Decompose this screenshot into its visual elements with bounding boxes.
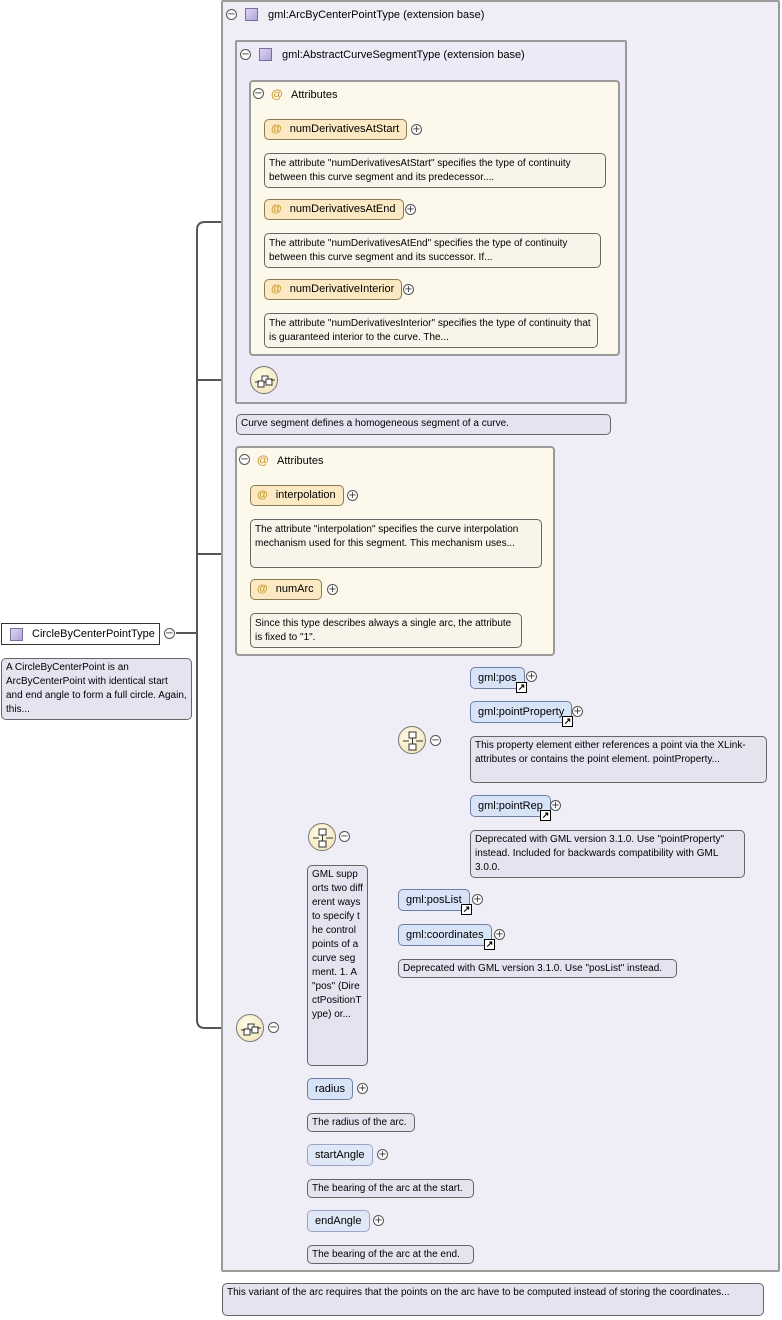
attribute-icon: @ — [257, 453, 269, 467]
attributes-label: Attributes — [277, 455, 324, 467]
expand-toggle[interactable]: + — [403, 284, 414, 295]
collapse-toggle[interactable]: − — [430, 735, 441, 746]
attribute-numArc[interactable]: @numArc — [250, 579, 322, 600]
complex-type-icon — [259, 48, 272, 61]
expand-toggle[interactable]: + — [472, 894, 483, 905]
collapse-toggle[interactable]: − — [240, 49, 251, 60]
collapse-toggle[interactable]: − — [226, 9, 237, 20]
element-coordinates[interactable]: gml:coordinates — [398, 924, 492, 946]
expand-toggle[interactable]: + — [494, 929, 505, 940]
collapse-toggle[interactable]: − — [164, 628, 175, 639]
attribute-doc: Since this type describes always a singl… — [250, 613, 522, 648]
root-complex-type[interactable]: CircleByCenterPointType — [1, 623, 160, 645]
attribute-numDerivativesAtEnd[interactable]: @numDerivativesAtEnd — [264, 199, 404, 220]
base-title: gml:ArcByCenterPointType (extension base… — [268, 9, 485, 21]
expand-toggle[interactable]: + — [550, 800, 561, 811]
collapse-toggle[interactable]: − — [268, 1022, 279, 1033]
choice-doc: GML supports two different ways to speci… — [307, 865, 368, 1066]
startAngle-doc: The bearing of the arc at the start. — [307, 1179, 474, 1198]
expand-toggle[interactable]: + — [327, 584, 338, 595]
attribute-doc: The attribute "numDerivativesInterior" s… — [264, 313, 598, 348]
element-endAngle[interactable]: endAngle — [307, 1210, 370, 1232]
attribute-doc: The attribute "numDerivativesAtEnd" spec… — [264, 233, 601, 268]
expand-toggle[interactable]: + — [373, 1215, 384, 1226]
expand-toggle[interactable]: + — [526, 671, 537, 682]
reference-icon: ↗ — [484, 939, 495, 950]
sequence-compositor-icon[interactable] — [250, 366, 278, 394]
complex-type-icon — [245, 8, 258, 21]
attribute-numDerivativeInterior[interactable]: @numDerivativeInterior — [264, 279, 403, 300]
collapse-toggle[interactable]: − — [253, 88, 264, 99]
element-posList[interactable]: gml:posList — [398, 889, 470, 911]
expand-toggle[interactable]: + — [572, 706, 583, 717]
expand-toggle[interactable]: + — [405, 204, 416, 215]
element-pos[interactable]: gml:pos — [470, 667, 525, 689]
expand-toggle[interactable]: + — [357, 1083, 368, 1094]
radius-doc: The radius of the arc. — [307, 1113, 415, 1132]
pointRep-doc: Deprecated with GML version 3.1.0. Use "… — [470, 830, 745, 878]
complex-type-icon — [10, 628, 23, 641]
attribute-icon: @ — [271, 87, 283, 101]
choice-compositor-icon[interactable] — [308, 823, 336, 851]
endAngle-doc: The bearing of the arc at the end. — [307, 1245, 474, 1264]
reference-icon: ↗ — [540, 810, 551, 821]
collapse-toggle[interactable]: − — [239, 454, 250, 465]
base-doc: This variant of the arc requires that th… — [222, 1283, 764, 1316]
attribute-interpolation[interactable]: @interpolation — [250, 485, 344, 506]
attribute-numDerivativesAtStart[interactable]: @numDerivativesAtStart — [264, 119, 408, 140]
element-pointProperty[interactable]: gml:pointProperty — [470, 701, 573, 723]
attribute-doc: The attribute "interpolation" specifies … — [250, 519, 542, 568]
reference-icon: ↗ — [461, 904, 472, 915]
sequence-compositor-icon[interactable] — [236, 1014, 264, 1042]
collapse-toggle[interactable]: − — [339, 831, 350, 842]
coordinates-doc: Deprecated with GML version 3.1.0. Use "… — [398, 959, 677, 978]
root-doc: A CircleByCenterPoint is an ArcByCenterP… — [1, 658, 192, 720]
attribute-doc: The attribute "numDerivativesAtStart" sp… — [264, 153, 606, 188]
expand-toggle[interactable]: + — [411, 124, 422, 135]
reference-icon: ↗ — [516, 682, 527, 693]
abstract-base-doc: Curve segment defines a homogeneous segm… — [236, 414, 611, 435]
expand-toggle[interactable]: + — [347, 490, 358, 501]
pointProperty-doc: This property element either references … — [470, 736, 767, 783]
reference-icon: ↗ — [562, 716, 573, 727]
root-type-name: CircleByCenterPointType — [32, 628, 155, 640]
attributes-label: Attributes — [291, 89, 338, 101]
element-pointRep[interactable]: gml:pointRep — [470, 795, 551, 817]
choice-compositor-icon[interactable] — [398, 726, 426, 754]
element-startAngle[interactable]: startAngle — [307, 1144, 373, 1166]
abstract-base-title: gml:AbstractCurveSegmentType (extension … — [282, 49, 525, 61]
element-radius[interactable]: radius — [307, 1078, 353, 1100]
expand-toggle[interactable]: + — [377, 1149, 388, 1160]
